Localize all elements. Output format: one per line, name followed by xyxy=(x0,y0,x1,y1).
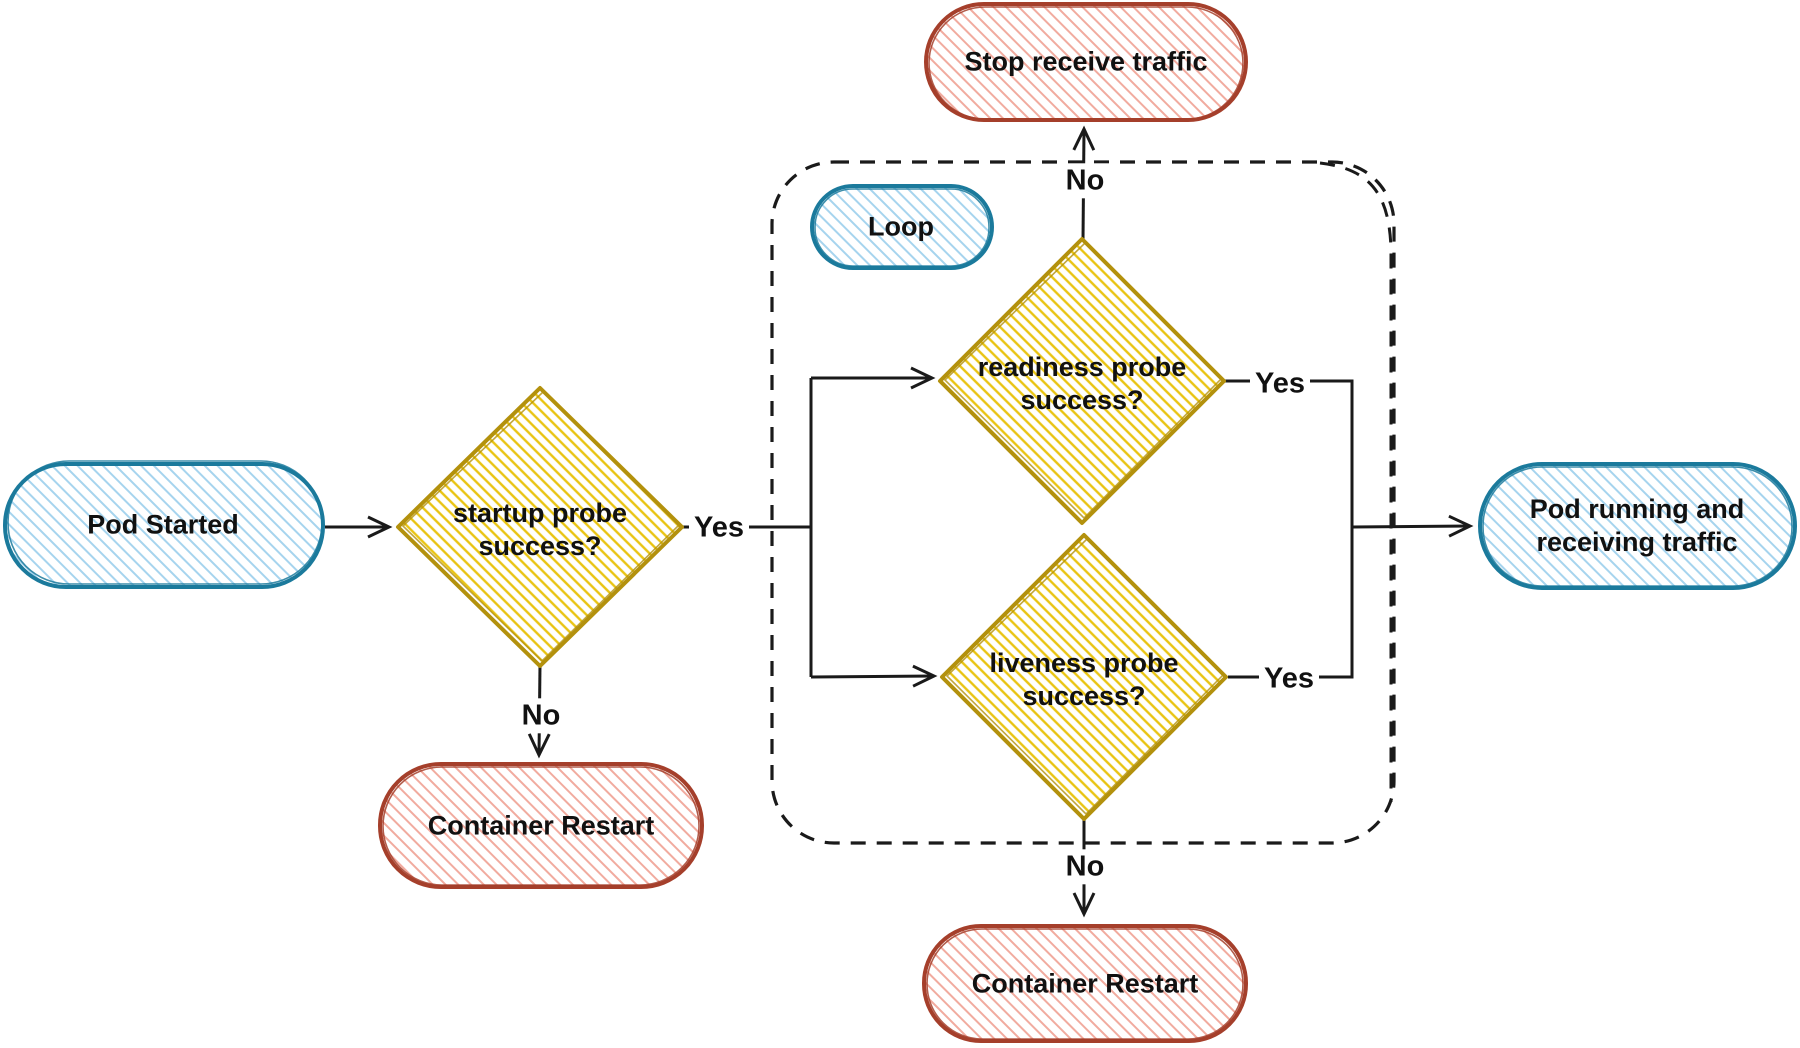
loop-container-box-sketch-stroke xyxy=(1319,161,1393,802)
node-container-restart-startup xyxy=(378,762,704,889)
node-container-restart-liveness xyxy=(922,924,1248,1043)
edge-label-liveness-no: No xyxy=(1060,849,1110,885)
decision-readiness-probe-sketch-stroke xyxy=(943,241,1223,520)
edge-label-startup-yes: Yes xyxy=(689,510,749,546)
decision-startup-probe-sketch-stroke xyxy=(401,390,681,663)
loop-badge xyxy=(810,184,994,270)
node-label-container-restart-startup: Container Restart xyxy=(427,810,655,841)
node-container-restart-startup-sketch-stroke xyxy=(382,766,700,886)
edge-merge-to-pod-running xyxy=(1351,514,1474,538)
node-label-liveness-probe: liveness probe success? xyxy=(989,648,1179,711)
node-pod-running xyxy=(1478,462,1797,590)
node-label-pod-running: Pod running and receiving traffic xyxy=(1529,494,1745,557)
node-container-restart-liveness-sketch-stroke xyxy=(926,928,1244,1040)
node-label-readiness-probe: readiness probe success? xyxy=(977,352,1187,415)
node-label-stop-receive-traffic: Stop receive traffic xyxy=(964,46,1208,77)
edge-label-readiness-yes: Yes xyxy=(1250,366,1310,402)
node-pod-running-sketch-stroke xyxy=(1482,466,1793,587)
node-stop-receive-traffic xyxy=(924,2,1248,122)
node-label-pod-started: Pod Started xyxy=(87,509,239,540)
edge-label-readiness-no: No xyxy=(1060,163,1110,199)
edge-yes-merge xyxy=(1224,379,1354,679)
decision-liveness-probe-sketch-stroke xyxy=(945,537,1225,816)
edge-branch-to-liveness xyxy=(810,664,938,688)
node-pod-started-sketch-stroke xyxy=(7,460,323,585)
node-stop-receive-traffic-sketch-stroke xyxy=(928,6,1244,120)
edge-label-startup-no: No xyxy=(516,698,566,734)
edge-label-liveness-yes: Yes xyxy=(1259,661,1319,697)
node-label-container-restart-liveness: Container Restart xyxy=(971,968,1199,999)
node-pod-started xyxy=(3,462,325,589)
node-label-startup-probe: startup probe success? xyxy=(452,498,627,561)
loop-badge-sketch-stroke xyxy=(814,188,990,267)
loop-badge-label: Loop xyxy=(868,211,934,242)
